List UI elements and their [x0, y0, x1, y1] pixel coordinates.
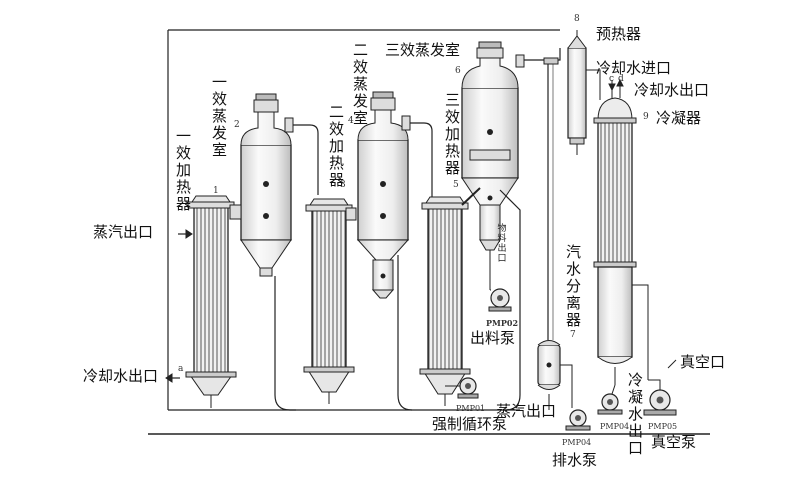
number-7: 7 [570, 330, 576, 340]
label-effect3-heater: 三效加热器 [444, 91, 460, 177]
label-effect2-heater: 二效加热器 [328, 103, 344, 189]
number-8: 8 [574, 14, 580, 24]
label-cooling-water-outlet-top: 冷却水出口 [634, 81, 710, 99]
number-3: 3 [340, 180, 346, 190]
number-4: 4 [348, 116, 354, 126]
label-condensate-outlet: 冷凝水出口 [627, 371, 643, 457]
effect2-heater [303, 198, 357, 404]
label-effect1-evaporator: 一效蒸发室 [211, 73, 227, 159]
code-pmp02: PMP02 [486, 318, 519, 328]
effect3-heater [419, 196, 471, 406]
label-cooling-water-inlet: 冷却水进口 [596, 59, 672, 77]
pipe-e2-bottom [397, 255, 413, 411]
label-preheater: 预热器 [596, 25, 642, 43]
number-5: 5 [453, 180, 459, 190]
label-effect3-evaporator: 三效蒸发室 [385, 41, 461, 59]
label-effect1-heater: 一效加热器 [175, 127, 191, 213]
pipe-e3-diag-right [499, 189, 521, 411]
preheater-graphic [543, 30, 587, 340]
label-steam-outlet-left: 蒸汽出口 [93, 223, 154, 241]
label-vacuum-pump: 真空泵 [651, 433, 697, 451]
pipe-e1-vapor [274, 276, 296, 411]
label-steam-water-separator: 汽水分离器 [565, 243, 581, 329]
number-1: 1 [213, 186, 219, 196]
separator-graphic [537, 340, 573, 410]
effect1-evaporator [229, 93, 292, 277]
pipe-e2-top [408, 122, 433, 200]
code-pmp04-a: PMP04 [562, 438, 592, 447]
condenser-graphic [586, 69, 649, 385]
label-cooling-water-outlet-left: 冷却水出口 [83, 367, 159, 385]
label-drain-pump: 排水泵 [552, 451, 598, 469]
label-discharge-pump: 出料泵 [470, 329, 516, 347]
label-forced-circulation-pump: 强制循环泵 [432, 415, 508, 433]
number-2: 2 [234, 120, 240, 130]
drain-pump-graphic [565, 384, 623, 431]
discharge-pump-graphic [488, 288, 512, 312]
pipe-e3-diag-left [461, 187, 481, 206]
code-pmp01: PMP01 [456, 404, 486, 413]
letter-c: c [609, 74, 615, 84]
code-pmp04-b: PMP04 [600, 422, 630, 431]
number-9: 9 [643, 112, 649, 122]
vacuum-pump-graphic [643, 359, 677, 416]
top-frame-pipe [167, 29, 560, 410]
letter-a: a [178, 364, 184, 374]
label-steam-outlet-bottom: 蒸汽出口 [496, 402, 557, 420]
number-6: 6 [455, 66, 461, 76]
effect2-evaporator [356, 91, 410, 299]
effect3-evaporator [461, 41, 519, 290]
code-pmp05: PMP05 [648, 422, 678, 431]
label-effect2-evaporator: 二效蒸发室 [352, 41, 368, 127]
label-condenser: 冷凝器 [656, 109, 702, 127]
label-vacuum-port: 真空口 [680, 353, 726, 371]
letter-d: d [618, 74, 624, 84]
flow-arrows [165, 78, 624, 383]
forced-circulation-pump-graphic [445, 377, 479, 399]
label-material-outlet: 物料出口 [497, 224, 507, 264]
pipe-e3-vapor [518, 48, 561, 61]
pipe-e1-top [291, 124, 319, 195]
effect1-heater [185, 195, 237, 408]
